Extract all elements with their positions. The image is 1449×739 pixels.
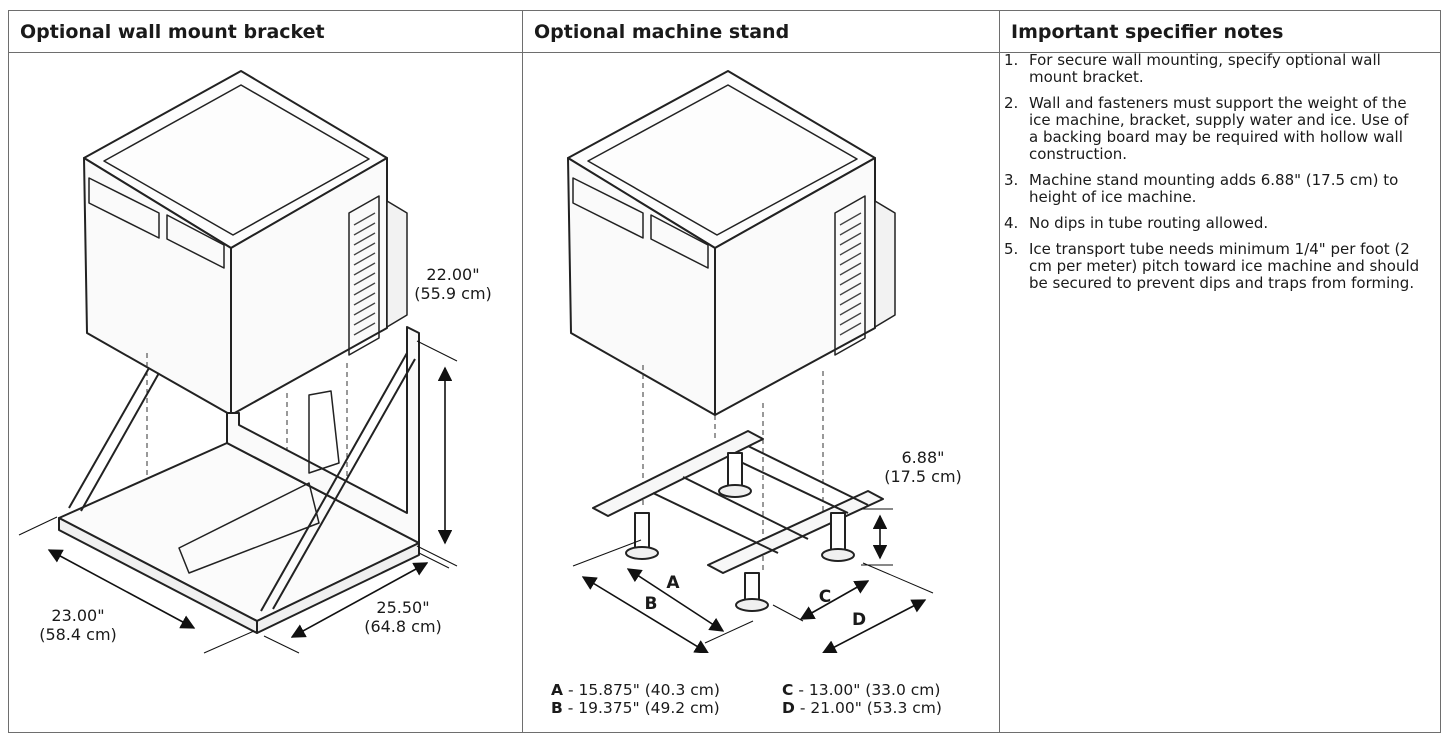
dimension-label-d: D — [852, 610, 866, 630]
dimension-label-c: C — [819, 587, 831, 607]
height-dimension-inches: 22.00" — [426, 265, 479, 284]
legend-c: C - 13.00" (33.0 cm) — [782, 681, 940, 699]
legend-d: D - 21.00" (53.3 cm) — [782, 699, 942, 717]
dimension-lines — [572, 508, 934, 653]
note-item: 1. For secure wall mounting, specify opti… — [1004, 52, 1422, 86]
legend-letter: B — [551, 699, 563, 717]
wall-mount-bracket-illustration: 22.00" (55.9 cm) 23.00" (58.4 cm) 25.50"… — [18, 70, 492, 654]
legend-value: - 19.375" (49.2 cm) — [567, 699, 720, 717]
note-number: 3. — [1004, 171, 1019, 189]
legend-letter: D — [782, 699, 795, 717]
depth-dimension-cm: (64.8 cm) — [364, 617, 442, 636]
dimension-label-b: B — [645, 594, 658, 614]
width-dimension-cm: (58.4 cm) — [39, 625, 117, 644]
stand-height-cm: (17.5 cm) — [884, 467, 962, 486]
note-item: 2. Wall and fasteners must support the we… — [1004, 95, 1422, 163]
legend-value: - 13.00" (33.0 cm) — [798, 681, 941, 699]
width-dimension-inches: 23.00" — [51, 606, 104, 625]
note-number: 2. — [1004, 94, 1019, 112]
stand-height-inches: 6.88" — [902, 448, 945, 467]
legend-value: - 15.875" (40.3 cm) — [567, 681, 720, 699]
machine-stand-illustration: 6.88" (17.5 cm) A B C D — [567, 70, 962, 653]
stand-drawing — [592, 430, 884, 612]
column-divider — [999, 11, 1000, 732]
ice-machine-drawing — [83, 70, 408, 416]
dimension-lines — [18, 340, 458, 654]
header-specifier-notes: Important specifier notes — [1000, 11, 1441, 53]
note-item: 3. Machine stand mounting adds 6.88" (17.… — [1004, 172, 1422, 206]
note-text: Ice transport tube needs minimum 1/4" pe… — [1029, 240, 1420, 292]
depth-dimension-inches: 25.50" — [376, 598, 429, 617]
column-divider — [522, 11, 523, 732]
height-dimension-cm: (55.9 cm) — [414, 284, 492, 303]
note-item: 4. No dips in tube routing allowed. — [1004, 215, 1422, 232]
header-wall-mount-bracket: Optional wall mount bracket — [9, 11, 522, 53]
note-number: 1. — [1004, 51, 1019, 69]
ice-machine-drawing — [567, 70, 896, 416]
legend-letter: A — [551, 681, 563, 699]
note-text: No dips in tube routing allowed. — [1029, 214, 1269, 232]
legend-a: A - 15.875" (40.3 cm) — [551, 681, 720, 699]
legend-value: - 21.00" (53.3 cm) — [799, 699, 942, 717]
louvre-lines — [353, 212, 376, 336]
specifier-notes-list: 1. For secure wall mounting, specify opti… — [1004, 52, 1422, 301]
legend-b: B - 19.375" (49.2 cm) — [551, 699, 720, 717]
note-text: Machine stand mounting adds 6.88" (17.5 … — [1029, 171, 1399, 206]
spec-sheet-table: Optional wall mount bracket Optional mac… — [8, 10, 1441, 733]
note-number: 5. — [1004, 240, 1019, 258]
note-number: 4. — [1004, 214, 1019, 232]
louvre-lines — [839, 212, 862, 336]
header-machine-stand: Optional machine stand — [523, 11, 999, 53]
dimension-label-a: A — [666, 573, 680, 593]
note-item: 5. Ice transport tube needs minimum 1/4" … — [1004, 241, 1422, 292]
note-text: Wall and fasteners must support the weig… — [1029, 94, 1409, 163]
note-text: For secure wall mounting, specify option… — [1029, 51, 1381, 86]
legend-letter: C — [782, 681, 794, 699]
